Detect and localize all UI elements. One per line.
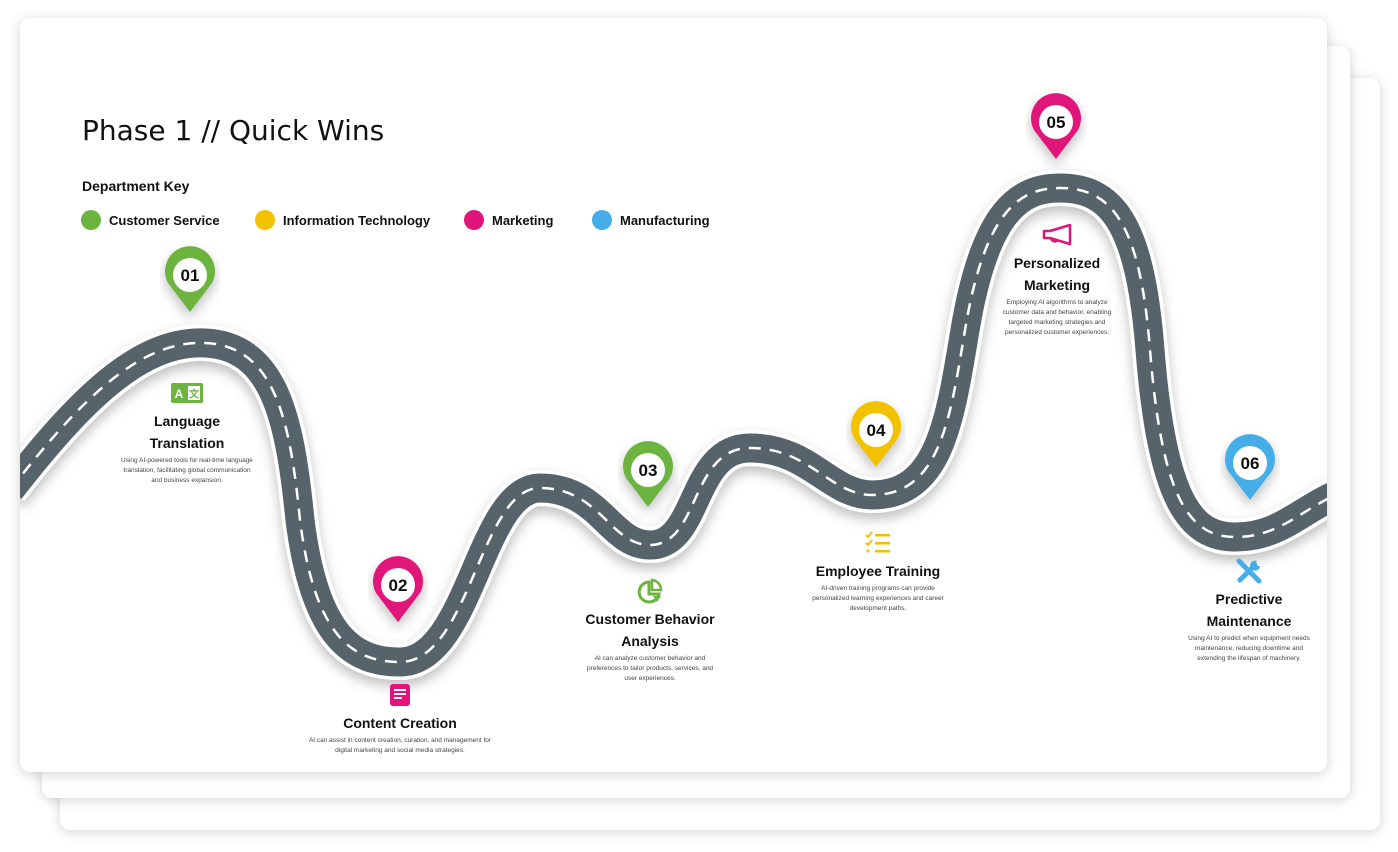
milestone-title: Employee Training	[815, 563, 941, 579]
svg-text:文: 文	[189, 388, 200, 401]
pin-center	[859, 413, 893, 447]
milestone-customer-behavior-analysis: Customer Behavior Analysis AI can analyz…	[580, 578, 720, 684]
key-manufacturing: Manufacturing	[592, 210, 710, 230]
key-label: Customer Service	[109, 212, 220, 228]
svg-text:A: A	[175, 387, 184, 401]
milestone-predictive-maintenance: Predictive Maintenance Using AI to predi…	[1184, 558, 1314, 664]
map-pin-01: 01	[165, 246, 215, 312]
pin-number: 03	[639, 461, 658, 480]
key-label: Marketing	[492, 212, 554, 228]
key-marketing: Marketing	[464, 210, 553, 230]
pin-center	[381, 568, 415, 602]
pin-center	[173, 258, 207, 292]
milestone-title: Personalized Marketing	[1013, 255, 1101, 293]
pin-center	[631, 453, 665, 487]
pin-center	[1039, 105, 1073, 139]
checklist-icon	[808, 530, 948, 556]
pie-chart-icon	[580, 578, 720, 604]
milestone-description: Employing AI algorithms to analyze custo…	[1002, 299, 1112, 336]
pin-number: 01	[181, 266, 200, 285]
document-icon	[305, 682, 495, 708]
pin-center	[1233, 446, 1267, 480]
milestone-description: AI can analyze customer behavior and pre…	[586, 655, 714, 682]
key-label: Manufacturing	[620, 212, 710, 228]
milestone-title: Content Creation	[343, 715, 457, 731]
milestone-title: Customer Behavior Analysis	[585, 611, 715, 649]
pin-number: 06	[1241, 454, 1260, 473]
legend-dot	[464, 210, 484, 230]
legend-dot	[592, 210, 612, 230]
map-pin-04: 04	[850, 401, 902, 467]
milestone-description: AI-driven training programs can provide …	[812, 585, 944, 612]
tools-icon	[1184, 558, 1314, 584]
map-pin-02: 02	[373, 556, 424, 622]
pin-number: 02	[389, 576, 408, 595]
milestone-description: Using AI-powered tools for real-time lan…	[121, 457, 253, 484]
map-pin-05: 05	[1031, 93, 1081, 159]
legend-dot	[255, 210, 275, 230]
pin-number: 04	[867, 421, 886, 440]
pin-number: 05	[1047, 113, 1066, 132]
slide-card: 01 02 03 04 05 06 Phase 1 // Quick Wins Depar…	[20, 18, 1327, 772]
legend-dot	[81, 210, 101, 230]
department-key-heading: Department Key	[82, 178, 190, 194]
key-label: Information Technology	[283, 212, 431, 228]
key-information-technology: Information Technology	[255, 210, 430, 230]
milestone-title: Predictive Maintenance	[1206, 591, 1292, 629]
map-pin-06: 06	[1225, 434, 1276, 500]
megaphone-icon	[996, 222, 1118, 248]
roadmap-road: 01 02 03 04 05 06	[20, 93, 1327, 681]
milestone-personalized-marketing: Personalized Marketing Employing AI algo…	[996, 222, 1118, 338]
milestone-description: Using AI to predict when equipment needs…	[1188, 635, 1310, 662]
milestone-description: AI can assist in content creation, curat…	[308, 737, 492, 754]
key-customer-service: Customer Service	[81, 210, 220, 230]
map-pin-03: 03	[623, 441, 673, 507]
page-title: Phase 1 // Quick Wins	[82, 114, 385, 147]
milestone-title: Language Translation	[149, 413, 225, 451]
milestone-employee-training: Employee Training AI-driven training pro…	[808, 530, 948, 614]
milestone-content-creation: Content Creation AI can assist in conten…	[305, 682, 495, 756]
